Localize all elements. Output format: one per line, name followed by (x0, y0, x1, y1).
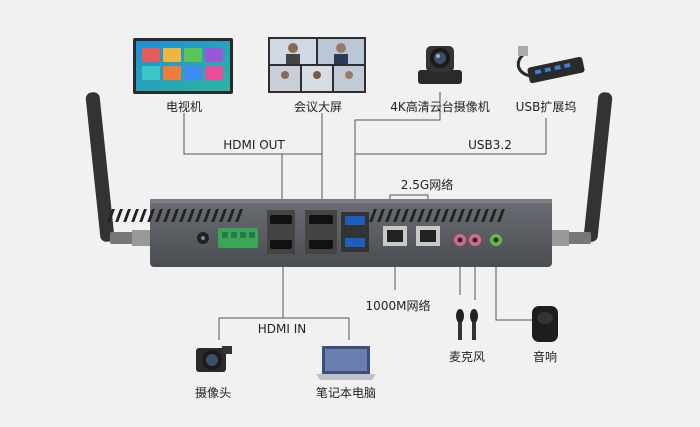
vent-grille-right (369, 209, 505, 222)
speaker-icon (532, 306, 558, 342)
ptz-camera-icon (418, 46, 462, 84)
usb-hub-icon (516, 46, 585, 84)
lan-port-2-5g (416, 226, 440, 246)
lan-2-5g-label: 2.5G网络 (400, 178, 454, 192)
camera-icon (196, 346, 232, 372)
hdmi-in-label: HDMI IN (257, 322, 307, 336)
lan-port-1000m (383, 226, 407, 246)
usb-ports (341, 212, 369, 252)
lan-1000m-label: 1000M网络 (365, 299, 431, 313)
tv-label: 电视机 (165, 100, 203, 114)
speaker-label: 音响 (532, 350, 558, 364)
usb-label: USB3.2 (468, 138, 512, 152)
laptop-label: 笔记本电脑 (315, 386, 377, 400)
mini-pc-body (107, 199, 552, 267)
antenna-left-icon (85, 92, 152, 246)
hdmi-out-label: HDMI OUT (223, 138, 285, 152)
mic-label: 麦克风 (448, 350, 486, 364)
usb-hub-label: USB扩展坞 (515, 100, 577, 114)
microphone-icon (456, 309, 478, 340)
ptz-camera-label: 4K高清云台摄像机 (390, 100, 490, 114)
video-conference-screen-icon (268, 37, 366, 93)
camera-label: 摄像头 (194, 386, 232, 400)
tv-icon (133, 38, 233, 94)
vent-grille-left (107, 209, 243, 222)
laptop-icon (316, 346, 376, 380)
antenna-right-icon (549, 92, 613, 246)
hdmi-out-ports (305, 210, 337, 254)
big-screen-label: 会议大屏 (293, 100, 343, 114)
hdmi-in-ports (267, 210, 295, 254)
